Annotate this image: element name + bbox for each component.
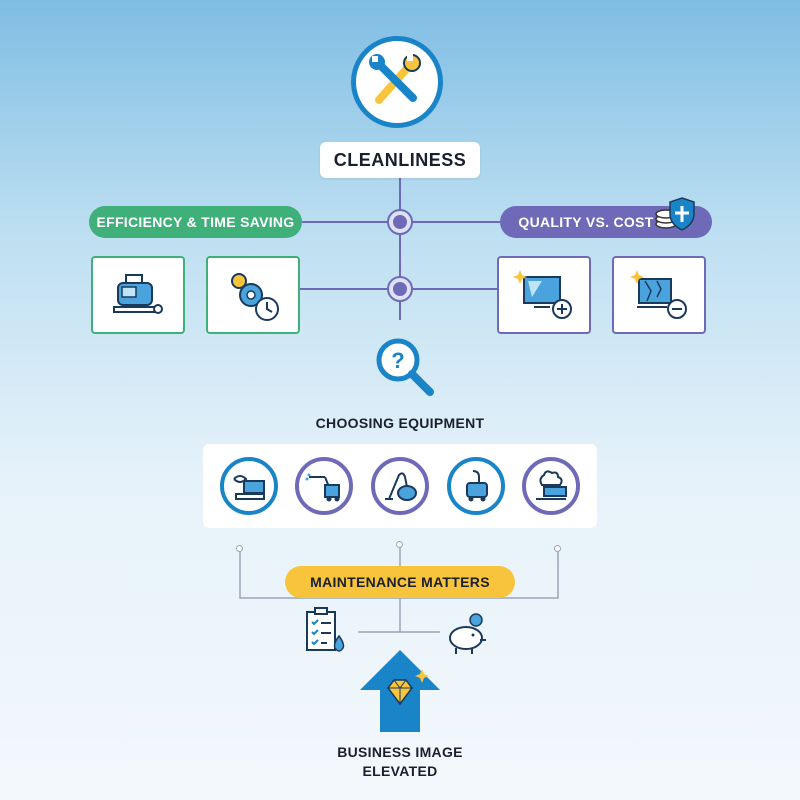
connector-dot-right [554,545,561,552]
svg-text:?: ? [391,348,404,373]
floor-scrubber-icon [219,457,278,515]
card-clean-monitor [497,256,591,334]
diamond-arrow-icon [358,648,442,739]
dirty-surface-minus-icon [630,270,687,319]
result-line-2: ELEVATED [362,763,438,779]
choosing-equipment-label: CHOOSING EQUIPMENT [315,415,485,431]
efficiency-pill: EFFICIENCY & TIME SAVING [89,206,302,238]
wrench-brush-icon [351,36,443,128]
clean-monitor-plus-icon [513,270,572,319]
canister-vacuum-icon [370,457,429,515]
upright-vacuum-icon [446,457,505,515]
quality-cost-label: QUALITY VS. COST [518,214,654,230]
steam-cleaner-icon [522,457,581,515]
gears-clock-icon [231,273,279,321]
pressure-washer-icon [295,457,354,515]
maintenance-pill: MAINTENANCE MATTERS [285,566,515,598]
page-title: CLEANLINESS [320,142,480,178]
card-dirty-surface [612,256,706,334]
connector-dot-center [396,541,403,548]
magnifier-question-icon: ? [372,334,438,405]
branch-node-lower [387,276,413,302]
equipment-panel [203,444,597,528]
piggy-bank-icon [442,612,494,661]
connector-dot-left [236,545,243,552]
result-line-1: BUSINESS IMAGE [337,744,463,760]
branch-node-upper [387,209,413,235]
checklist-drop-icon [303,606,349,661]
card-cleaning-machine [91,256,185,334]
cleaning-machine-icon [113,274,163,314]
shield-coins-icon [654,194,702,239]
card-gears-clock [206,256,300,334]
